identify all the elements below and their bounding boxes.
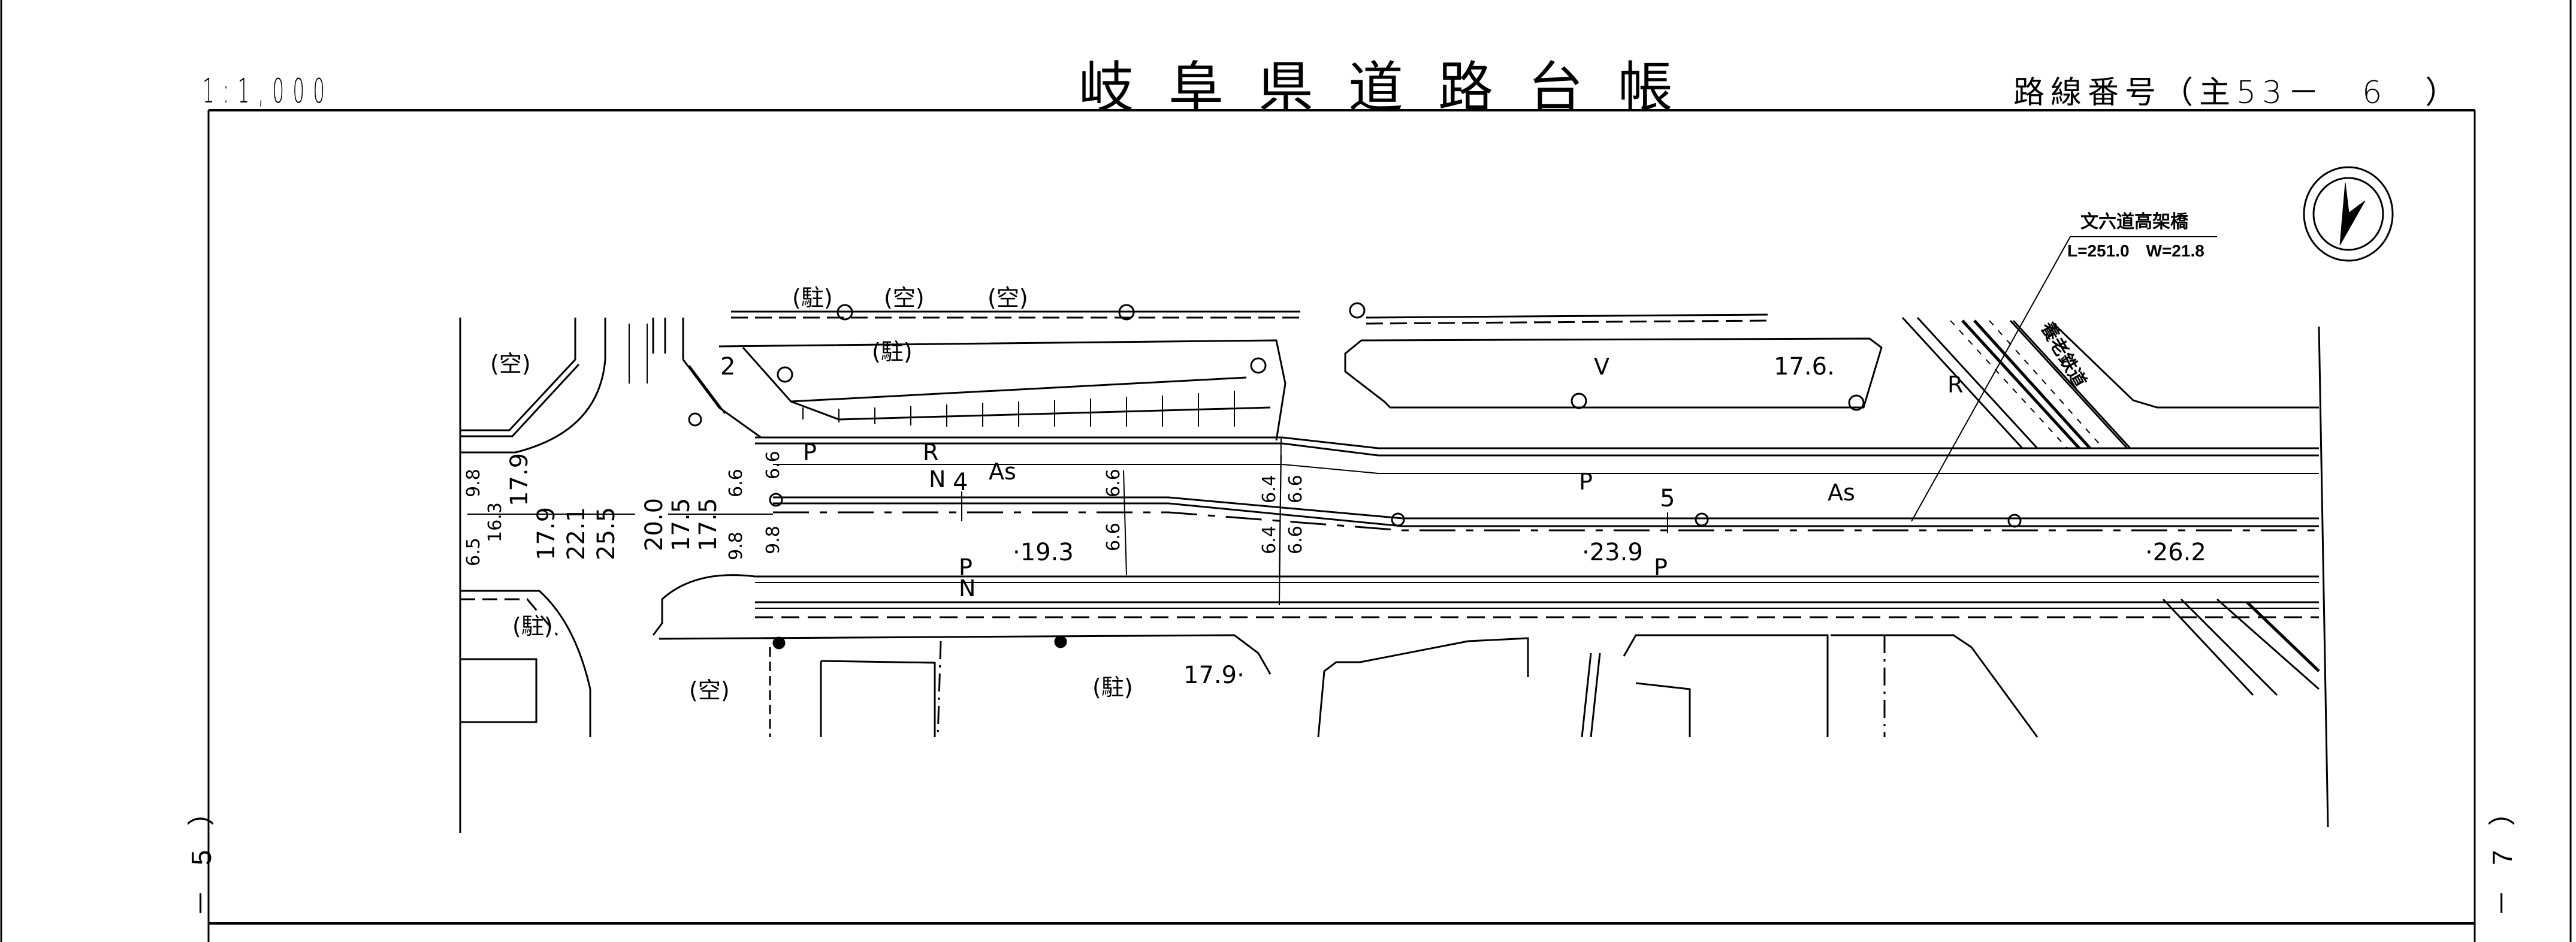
svg-text:9.8: 9.8 [726,532,747,560]
road-width: ·23.9 [1582,539,1643,566]
svg-text:20.0: 20.0 [641,498,668,551]
vacant-label: (空) [884,285,925,311]
vacant-label: (空) [490,351,531,377]
svg-text:17.9: 17.9 [533,507,560,560]
marker-p: P [959,554,973,581]
road-width: 17.6. [1774,353,1835,381]
parking-label: (駐) [792,285,833,311]
cross-section-dims-mid: 20.0 17.5 17.5 6.6 9.8 6.6 9.8 6.6 6.6 6… [641,451,1306,560]
marker-p: P [1579,469,1593,495]
utility-markers [688,302,2022,650]
svg-text:6.6: 6.6 [1285,526,1306,554]
parking-label: (駐) [1092,674,1133,701]
road-width: ·26.2 [2145,539,2206,566]
south-parcels [460,324,2039,738]
main-road [460,318,2319,737]
svg-text:9.8: 9.8 [463,469,484,497]
marker-n: N [929,466,946,493]
svg-text:6.6: 6.6 [1103,523,1124,551]
station-label: 2 [720,353,735,381]
bridge-name: 文六道高架橋 [2080,212,2189,232]
svg-text:6.4: 6.4 [1259,526,1280,554]
marker-p: P [803,439,817,466]
north-arrow-icon [2303,166,2394,262]
marker-v: V [1594,354,1609,380]
svg-text:6.6: 6.6 [726,469,747,497]
svg-text:9.8: 9.8 [763,526,784,554]
station-label: 4 [953,469,968,496]
scale-label: 1:1,000 [203,72,334,111]
parking-label: (駐) [872,339,913,365]
road-width: ·19.3 [1013,539,1074,566]
route-number: 路線番号（主53－ 6 ） [2013,75,2463,111]
svg-text:6.4: 6.4 [1259,475,1280,503]
marker-n: N [959,575,976,602]
bridge-dimensions: L=251.0 W=21.8 [2067,241,2204,260]
svg-text:6.6: 6.6 [1285,475,1306,503]
surface-asphalt: As [1828,479,1855,506]
sheet-frame [207,109,2476,942]
surface-asphalt: As [989,458,1016,485]
svg-text:6.6: 6.6 [763,451,784,479]
dimension-lines [467,455,1668,576]
road-width: 17.9· [1183,662,1245,689]
vacant-label: (空) [987,285,1028,311]
marker-p: P [1654,554,1668,581]
railway-crossing [1901,316,2320,696]
svg-text:17.5: 17.5 [694,498,722,551]
drawing-boundary-right [2318,326,2329,828]
svg-text:25.5: 25.5 [593,507,620,560]
svg-text:17.5: 17.5 [668,498,695,551]
svg-text:22.1: 22.1 [563,507,590,560]
vacant-label: (空) [689,677,730,704]
cross-section-dims-left: 9.8 6.5 16.3 17.9 17.9 22.1 25.5 [463,453,620,566]
marker-r: R [1947,372,1963,398]
svg-text:6.6: 6.6 [1103,469,1124,497]
station-label: 5 [1660,485,1675,512]
svg-text:6.5: 6.5 [463,538,484,566]
svg-text:17.9: 17.9 [506,453,533,506]
marker-r: R [923,439,938,466]
north-frontage [718,310,1883,441]
bridge-leader [1911,236,2217,522]
parking-label: (駐) [512,613,553,639]
svg-text:16.3: 16.3 [485,502,506,542]
